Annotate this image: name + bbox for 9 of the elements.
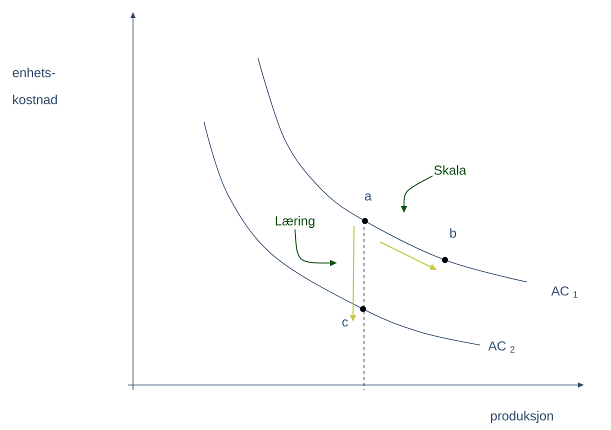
term-label: Læring — [276, 216, 314, 228]
axis-label: produksjon — [491, 410, 553, 424]
point-label: c — [342, 319, 348, 327]
axis-label: AC $_{1}$ — [551, 286, 578, 298]
point-label: b — [450, 228, 456, 238]
axis-label: AC $_{2}$ — [488, 341, 514, 353]
point-label: a — [364, 193, 372, 201]
axis-label: enhets- kostnad — [12, 68, 57, 104]
term-label: Skala — [434, 165, 466, 175]
